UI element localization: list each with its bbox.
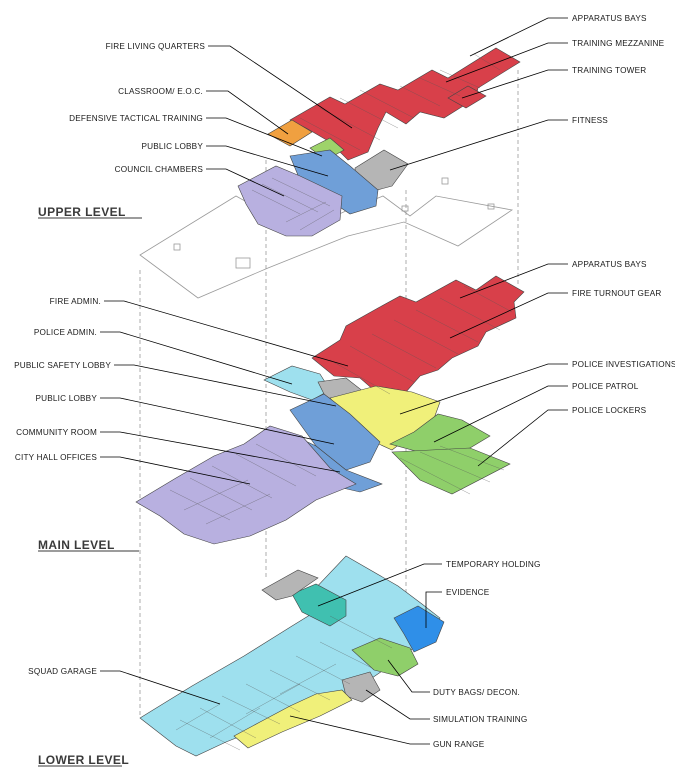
label-apparatus-bays-upper: APPARATUS BAYS xyxy=(572,14,647,23)
main-level-title: MAIN LEVEL xyxy=(38,538,115,552)
zone-classroom-eoc xyxy=(267,119,313,147)
label-gun-range: GUN RANGE xyxy=(433,740,485,749)
label-training-mezzanine: TRAINING MEZZANINE xyxy=(572,39,665,48)
upper-interior-lines xyxy=(251,53,501,231)
label-fire-living-quarters: FIRE LIVING QUARTERS xyxy=(106,42,206,51)
label-public-lobby-main: PUBLIC LOBBY xyxy=(35,394,97,403)
zone-training-tower xyxy=(447,85,487,109)
label-public-lobby-upper: PUBLIC LOBBY xyxy=(141,142,203,151)
zone-city-hall-offices xyxy=(135,425,357,545)
label-police-admin: POLICE ADMIN. xyxy=(34,328,97,337)
label-police-patrol: POLICE PATROL xyxy=(572,382,639,391)
label-defensive-tactical-training: DEFENSIVE TACTICAL TRAINING xyxy=(69,114,203,123)
upper-outline-details xyxy=(173,177,495,269)
upper-leaders xyxy=(206,17,568,197)
lower-level-title: LOWER LEVEL xyxy=(38,753,129,767)
label-police-lockers: POLICE LOCKERS xyxy=(572,406,647,415)
zone-council-chambers xyxy=(237,165,343,237)
label-apparatus-bays-main: APPARATUS BAYS xyxy=(572,260,647,269)
label-training-tower: TRAINING TOWER xyxy=(572,66,646,75)
upper-level-title: UPPER LEVEL xyxy=(38,205,126,219)
label-police-investigations: POLICE INVESTIGATIONS xyxy=(572,360,675,369)
zone-police-lockers xyxy=(391,447,511,495)
zone-duty-bags-decon xyxy=(351,637,419,677)
main-interior-lines xyxy=(169,285,513,525)
label-community-room: COMMUNITY ROOM xyxy=(16,428,97,437)
label-duty-bags-decon: DUTY BAGS/ DECON. xyxy=(433,688,520,697)
label-squad-garage: SQUAD GARAGE xyxy=(28,667,97,676)
label-fitness: FITNESS xyxy=(572,116,608,125)
label-evidence: EVIDENCE xyxy=(446,588,490,597)
label-fire-turnout-gear: FIRE TURNOUT GEAR xyxy=(572,289,662,298)
lower-interior-lines xyxy=(175,615,393,751)
lower-leaders xyxy=(100,563,442,745)
label-fire-admin: FIRE ADMIN. xyxy=(50,297,101,306)
label-classroom-eoc: CLASSROOM/ E.O.C. xyxy=(118,87,203,96)
zone-evidence xyxy=(393,605,445,653)
zone-temporary-holding xyxy=(291,583,347,627)
zone-gun-range xyxy=(233,689,353,749)
label-city-hall-offices: CITY HALL OFFICES xyxy=(15,453,97,462)
label-council-chambers: COUNCIL CHAMBERS xyxy=(115,165,204,174)
label-public-safety-lobby: PUBLIC SAFETY LOBBY xyxy=(14,361,111,370)
lower-level-plan xyxy=(139,555,445,757)
main-level-plan xyxy=(135,275,525,545)
main-leaders xyxy=(100,263,568,485)
label-simulation-training: SIMULATION TRAINING xyxy=(433,715,527,724)
label-temporary-holding: TEMPORARY HOLDING xyxy=(446,560,541,569)
zone-apparatus-bays-main xyxy=(311,275,525,393)
zone-temp-holding-service xyxy=(261,569,319,601)
